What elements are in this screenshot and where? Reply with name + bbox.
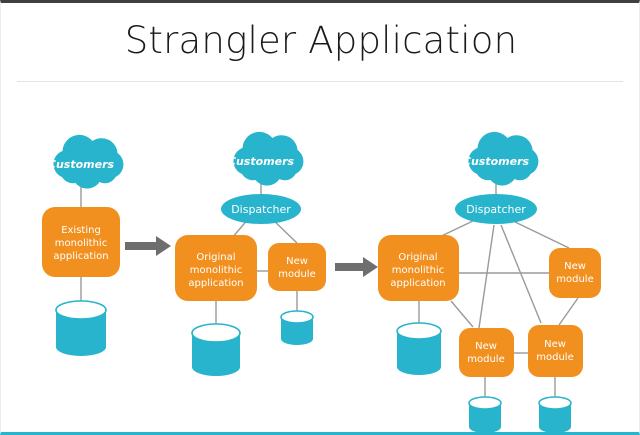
box-original-monolithic-application-2[interactable]: [175, 235, 257, 301]
cloud-customers-2-label: Customers: [228, 155, 295, 168]
database-cylinder-2-main[interactable]: [191, 323, 241, 376]
box-new-module-mid-3[interactable]: [459, 328, 514, 377]
box-new-module-right-3[interactable]: [549, 248, 601, 298]
box-existing-line-1: Existing: [61, 225, 101, 236]
database-cylinder-3-module-bottom[interactable]: [538, 396, 572, 433]
database-cylinder-3-main[interactable]: [396, 322, 442, 375]
box-original-2-line-3: application: [188, 278, 243, 289]
box-new-module-2[interactable]: [268, 243, 326, 291]
ellipse-dispatcher-3-label: Dispatcher: [466, 203, 526, 216]
page-title: Strangler Application: [124, 19, 518, 62]
cloud-customers-1-label: Customers: [48, 158, 115, 171]
box-new-module-right-3-line-1: New: [564, 261, 586, 272]
box-new-module-bottom-3[interactable]: [528, 325, 583, 377]
box-new-module-bottom-3-line-2: module: [536, 352, 573, 363]
arrow-stage2-to-stage3: [335, 257, 378, 277]
box-original-3-line-2: monolithic: [392, 265, 444, 276]
stage-2-group: Customers Dispatcher Original monolithic…: [175, 131, 326, 376]
database-cylinder-3-module-mid[interactable]: [468, 396, 502, 433]
connector-dispatcher-to-module-right-3: [512, 220, 570, 249]
ellipse-dispatcher-3[interactable]: [455, 194, 537, 224]
box-new-module-right-3-line-2: module: [556, 274, 593, 285]
box-new-module-bottom-3-line-1: New: [544, 339, 566, 350]
box-original-3-line-1: Original: [398, 252, 437, 263]
database-cylinder-1[interactable]: [55, 300, 107, 356]
box-existing-line-3: application: [53, 251, 108, 262]
connector-dispatcher-to-module-bottom-3: [500, 224, 542, 324]
connector-module-right-to-module-bottom-3: [558, 297, 579, 326]
ellipse-dispatcher-2[interactable]: [221, 194, 301, 224]
box-original-2-line-1: Original: [196, 252, 235, 263]
box-new-module-2-line-1: New: [286, 256, 308, 267]
ellipse-dispatcher-2-label: Dispatcher: [231, 203, 291, 216]
box-existing-line-2: monolithic: [55, 238, 107, 249]
database-cylinder-2-module[interactable]: [280, 310, 314, 345]
box-new-module-2-line-2: module: [278, 269, 315, 280]
cloud-customers-3-label: Customers: [463, 155, 530, 168]
box-original-3-line-3: application: [390, 278, 445, 289]
box-existing-monolithic-application[interactable]: [42, 207, 120, 277]
connector-dispatcher-to-module-mid-3: [478, 224, 495, 329]
arrow-stage1-to-stage2: [125, 236, 171, 256]
box-new-module-mid-3-line-1: New: [475, 341, 497, 352]
box-new-module-mid-3-line-2: module: [467, 354, 504, 365]
connector-app-to-module-mid-3: [450, 300, 474, 328]
stage-3-group: Customers Dispatcher Original monolithic…: [378, 131, 601, 433]
diagram-area: Customers Existing monolithic applicatio…: [1, 85, 639, 433]
box-original-2-line-2: monolithic: [190, 265, 242, 276]
stage-1-group: Customers Existing monolithic applicatio…: [42, 134, 124, 356]
title-divider: [17, 81, 623, 82]
box-original-monolithic-application-3[interactable]: [378, 235, 459, 301]
